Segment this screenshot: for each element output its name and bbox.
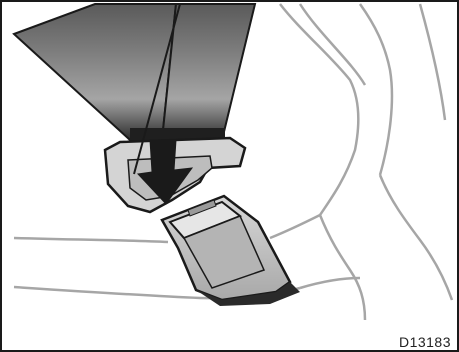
- figure-code-label: D13183: [397, 334, 453, 350]
